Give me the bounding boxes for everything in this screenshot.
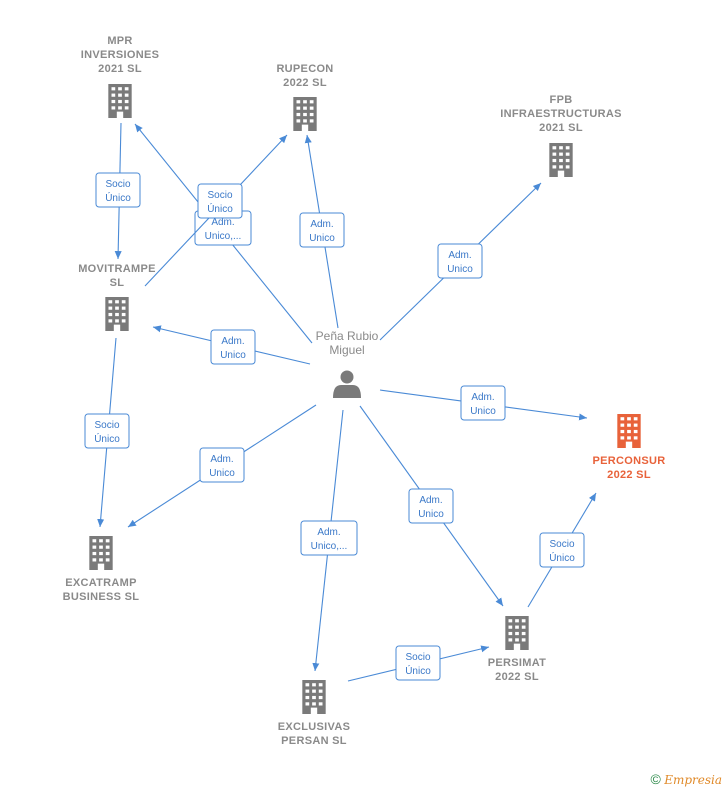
node-label: SL <box>110 277 125 289</box>
relation-badge[interactable] <box>84 413 130 449</box>
node-label: Peña Rubio <box>316 329 379 343</box>
node-label: EXCATRAMP <box>65 577 137 589</box>
node-label: 2021 SL <box>539 122 583 134</box>
person-icon <box>333 370 361 398</box>
relation-label: Unico,... <box>205 231 242 242</box>
relation-badge[interactable] <box>460 385 506 421</box>
relation-label: Único <box>105 191 131 204</box>
relation-label: Unico <box>220 350 246 361</box>
edge-pena-exclusivas: Adm. Unico,... <box>300 409 358 672</box>
copyright-icon: © <box>650 771 661 787</box>
edge-pena-perconsur: Adm. Unico <box>379 385 588 421</box>
building-icon <box>108 84 132 118</box>
relation-badge[interactable] <box>95 172 141 208</box>
relation-label: Socio <box>549 539 574 550</box>
edge-pena-fpb: Adm. Unico <box>379 182 542 341</box>
relation-label: Socio <box>207 190 232 201</box>
node-label: 2022 SL <box>607 469 651 481</box>
relation-label: Adm. <box>310 219 333 230</box>
relation-label: Adm. <box>211 217 234 228</box>
building-icon <box>105 297 129 331</box>
relation-badge[interactable] <box>199 447 245 483</box>
node-label: 2022 SL <box>495 671 539 683</box>
relation-badge[interactable] <box>197 183 243 219</box>
relation-badge[interactable] <box>300 520 358 556</box>
edge-pena-excatramp: Adm. Unico <box>127 404 317 528</box>
relation-label: Único <box>94 432 120 445</box>
company-node-exclusivas[interactable]: EXCLUSIVAS PERSAN SL <box>278 680 350 747</box>
node-label: MPR <box>107 35 132 47</box>
node-label: INFRAESTRUCTURAS <box>500 108 622 120</box>
relation-label: Socio <box>94 420 119 431</box>
node-label: FPB <box>550 94 573 106</box>
relation-label: Unico,... <box>311 541 348 552</box>
relation-label: Unico <box>418 509 444 520</box>
relation-label: Único <box>405 664 431 677</box>
relation-label: Único <box>207 202 233 215</box>
relation-label: Unico <box>470 406 496 417</box>
company-node-persimat[interactable]: PERSIMAT 2022 SL <box>488 616 546 683</box>
node-label: PERSAN SL <box>281 735 347 747</box>
relation-badge[interactable] <box>437 243 483 279</box>
company-node-fpb[interactable]: FPB INFRAESTRUCTURAS 2021 SL <box>500 94 622 177</box>
brand-logo[interactable]: Empresia <box>664 773 722 787</box>
building-icon <box>505 616 529 650</box>
node-label: 2021 SL <box>98 63 142 75</box>
relation-label: Adm. <box>317 527 340 538</box>
node-label: PERSIMAT <box>488 657 546 669</box>
company-node-mpr[interactable]: MPR INVERSIONES 2021 SL <box>81 35 160 118</box>
relation-badge[interactable] <box>539 532 585 568</box>
node-label: BUSINESS SL <box>63 591 140 603</box>
relation-label: Unico <box>209 468 235 479</box>
copyright-footer: © Empresia <box>651 771 722 787</box>
relation-badge[interactable] <box>210 329 256 365</box>
relation-badge[interactable] <box>395 645 441 681</box>
relation-label: Adm. <box>471 392 494 403</box>
node-label: PERCONSUR <box>593 455 666 467</box>
relation-badge[interactable] <box>299 212 345 248</box>
relation-label: Adm. <box>419 495 442 506</box>
building-icon <box>549 143 573 177</box>
edge-pena-movitrampe: Adm. Unico <box>152 325 311 365</box>
node-label: 2022 SL <box>283 77 327 89</box>
building-icon <box>89 536 113 570</box>
relation-label: Adm. <box>221 336 244 347</box>
edge-pena-persimat: Adm. Unico <box>359 405 504 607</box>
company-node-rupecon[interactable]: RUPECON 2022 SL <box>276 63 333 131</box>
node-label: MOVITRAMPE <box>78 263 156 275</box>
company-node-perconsur[interactable]: PERCONSUR 2022 SL <box>593 414 666 481</box>
node-label: Miguel <box>329 343 364 357</box>
building-icon <box>293 97 317 131</box>
node-label: EXCLUSIVAS <box>278 721 350 733</box>
node-label: RUPECON <box>276 63 333 75</box>
building-icon <box>617 414 641 448</box>
company-node-excatramp[interactable]: EXCATRAMP BUSINESS SL <box>63 536 140 603</box>
relation-label: Socio <box>405 652 430 663</box>
relation-label: Adm. <box>210 454 233 465</box>
company-node-movitrampe[interactable]: MOVITRAMPE SL <box>78 263 156 331</box>
relation-label: Socio <box>105 179 130 190</box>
relation-label: Único <box>549 551 575 564</box>
edge-pena-mpr: Adm. Unico,... <box>134 123 313 344</box>
relation-label: Adm. <box>448 250 471 261</box>
node-label: INVERSIONES <box>81 49 160 61</box>
relation-badge[interactable] <box>408 488 454 524</box>
relation-label: Unico <box>309 233 335 244</box>
edge-pena-rupecon: Adm. Unico <box>299 134 345 329</box>
building-icon <box>302 680 326 714</box>
relation-label: Unico <box>447 264 473 275</box>
